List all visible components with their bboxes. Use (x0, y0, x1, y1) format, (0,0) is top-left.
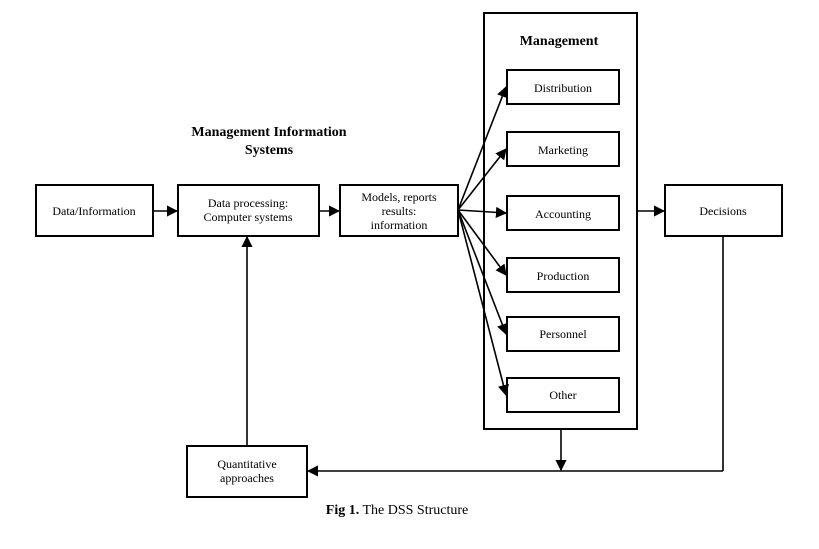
quantitative-approaches-label-line1: Quantitative (217, 457, 276, 471)
quantitative-approaches-label-line2: approaches (220, 471, 274, 485)
arrow-models-to-marketing (457, 148, 507, 211)
arrow-models-to-distribution (457, 85, 508, 211)
management-item-distribution-label: Distribution (534, 81, 592, 95)
management-item-accounting-box (506, 195, 620, 231)
management-item-production-label: Production (537, 269, 590, 283)
arrow-models-to-other (457, 209, 509, 397)
models-reports-box (339, 184, 459, 237)
quantitative-approaches-box (186, 445, 308, 498)
data-processing-label-line1: Data processing: (208, 196, 288, 210)
figure-caption-prefix: Fig 1. (326, 503, 359, 518)
figure-caption-text: The DSS Structure (359, 503, 468, 518)
models-reports-label-line2: results: (382, 204, 417, 218)
arrow-models-to-accounting (457, 206, 508, 218)
management-item-distribution-box (506, 69, 620, 105)
management-item-other-label: Other (549, 388, 576, 402)
models-reports-label-line1: Models, reports (361, 190, 437, 204)
data-processing-label-line2: Computer systems (204, 210, 293, 224)
management-heading: Management (520, 34, 599, 49)
decisions-label: Decisions (699, 204, 747, 218)
data-information-label: Data/Information (52, 204, 135, 218)
arrow-models-to-personnel (457, 209, 508, 336)
models-reports-label-line3: information (371, 218, 428, 232)
arrow-models-to-production (457, 209, 507, 276)
management-item-marketing-box (506, 131, 620, 167)
mis-title-line2: Systems (245, 143, 294, 158)
mis-title-line1: Management Information (191, 125, 346, 140)
decisions-box (664, 184, 783, 237)
management-item-marketing-label: Marketing (538, 143, 588, 157)
figure-caption: Fig 1. The DSS Structure (326, 503, 468, 518)
data-processing-box (177, 184, 320, 237)
data-information-box (35, 184, 154, 237)
management-item-accounting-label: Accounting (535, 207, 591, 221)
management-item-production-box (506, 257, 620, 293)
management-item-personnel-label: Personnel (539, 327, 587, 341)
